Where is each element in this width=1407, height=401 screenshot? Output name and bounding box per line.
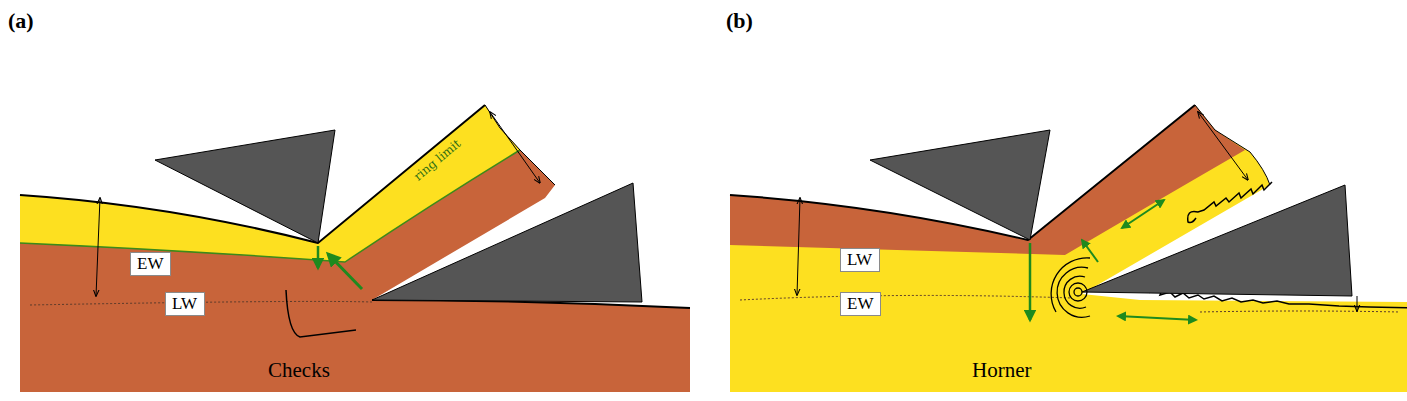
ring-label-box: LW [165,292,205,316]
ring-label-box: EW [130,252,171,276]
annotation-label: Horner [972,358,1031,383]
wood-zone-label: LW [172,294,198,314]
panel-letter: (b) [726,8,753,34]
wood-zone-label: LW [847,250,873,270]
panel-letter: (a) [8,8,34,34]
ring-label-box: LW [840,248,880,272]
ring-label-box: EW [840,292,881,316]
annotation-label: Checks [268,358,330,383]
wood-zone-label: EW [137,254,164,274]
wood-zone-label: EW [847,294,874,314]
